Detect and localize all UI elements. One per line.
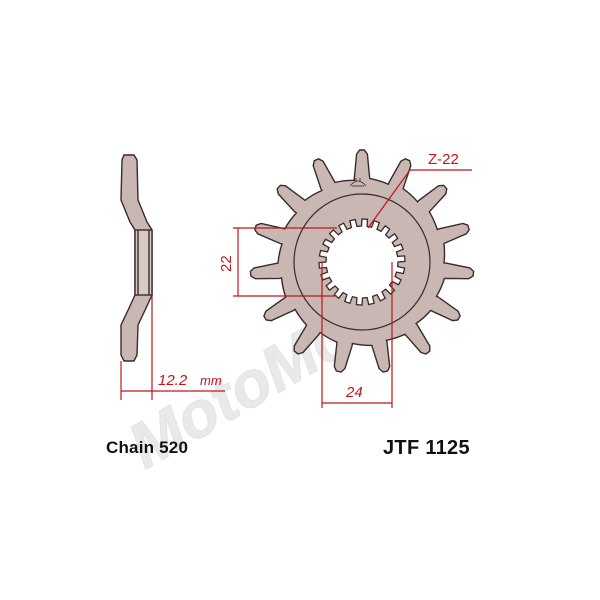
teeth-count-label: Z-22 <box>428 151 459 168</box>
spline-width-dimension <box>321 262 393 408</box>
side-profile <box>120 154 153 362</box>
chain-label: Chain 520 <box>106 438 189 457</box>
outer-height-value: 22 <box>218 255 235 272</box>
sprocket-front-view <box>249 149 475 373</box>
outer-height-dimension <box>233 227 337 297</box>
spline-width-value: 24 <box>345 384 363 401</box>
offset-dimension-unit: mm <box>200 373 222 388</box>
brand-logo <box>349 178 367 187</box>
teeth-callout <box>367 169 472 229</box>
spline-hole <box>318 218 406 306</box>
part-number: JTF 1125 <box>383 437 470 459</box>
offset-dimension-value: 12.2 <box>158 372 188 389</box>
offset-dimension <box>120 295 225 400</box>
hub-ring <box>293 193 431 331</box>
